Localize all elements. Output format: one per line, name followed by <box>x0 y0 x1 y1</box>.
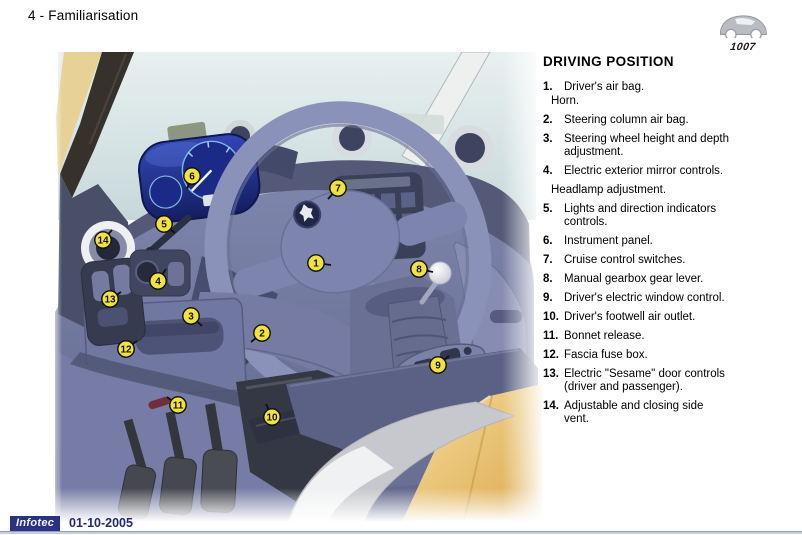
legend-item-text: Adjustable and closing side vent. <box>564 400 704 425</box>
legend-item-text: Instrument panel. <box>564 235 653 247</box>
fade-bottom <box>50 488 545 522</box>
legend-item-text: Lights and direction indicators controls… <box>564 203 717 228</box>
model-logo: 1007 <box>712 12 774 53</box>
legend-item-number: 6. <box>543 235 553 247</box>
legend-item: 14. Adjustable and closing side vent. <box>543 400 799 426</box>
legend-item-text: Fascia fuse box. <box>564 349 648 361</box>
legend-item-text: Driver's footwell air outlet. <box>564 311 696 323</box>
legend-item-number <box>543 95 551 108</box>
legend-item-text: Driver's air bag. <box>564 81 645 93</box>
legend-item-number: 3. <box>543 133 553 145</box>
legend-item-number: 2. <box>543 114 553 126</box>
legend-item: 7. Cruise control switches. <box>543 254 799 267</box>
legend-panel: DRIVING POSITION 1. Driver's air bag. Ho… <box>543 54 799 426</box>
a-pillar-left <box>56 52 134 198</box>
infotec-badge: Infotec <box>10 516 61 531</box>
legend-item-number: 7. <box>543 254 553 266</box>
legend-item-number: 4. <box>543 165 553 177</box>
legend-item-number: 12. <box>543 349 559 361</box>
revision-date: 01-10-2005 <box>69 516 133 530</box>
floor <box>58 352 312 522</box>
legend-item: 3. Steering wheel height and depth adjus… <box>543 133 799 159</box>
legend-item: 10. Driver's footwell air outlet. <box>543 311 799 324</box>
legend-item-number: 8. <box>543 273 553 285</box>
footer-rule <box>0 531 802 534</box>
legend-item-text: Cruise control switches. <box>564 254 686 266</box>
legend-item-number: 9. <box>543 292 553 304</box>
legend-item-number: 11. <box>543 330 559 342</box>
legend-item-text: Horn. <box>551 95 580 107</box>
legend-item-number: 13. <box>543 368 559 380</box>
legend-item: Headlamp adjustment. <box>543 184 799 197</box>
legend-item: 6. Instrument panel. <box>543 235 799 248</box>
legend-item-text: Steering wheel height and depth adjustme… <box>564 133 729 158</box>
legend-item-number: 10. <box>543 311 559 323</box>
legend-item-text: Electric exterior mirror controls. <box>564 165 724 177</box>
legend-item: 9. Driver's electric window control. <box>543 292 799 305</box>
legend-item: 13. Electric "Sesame" door controls (dri… <box>543 368 799 394</box>
parcel-shelf <box>286 348 538 452</box>
legend-item-text: Steering column air bag. <box>564 114 689 126</box>
section-title: DRIVING POSITION <box>543 54 674 69</box>
legend-item: Horn. <box>543 95 799 108</box>
legend-item: 1. Driver's air bag. <box>543 81 799 94</box>
legend-item-number: 1. <box>543 81 553 93</box>
fade-right <box>502 52 545 522</box>
fade-left <box>50 52 62 522</box>
bonnet-release <box>148 396 170 410</box>
legend-list: 1. Driver's air bag. Horn. 2. Steering c… <box>543 81 799 426</box>
mirror-controls-panel <box>129 249 191 297</box>
legend-item-text: Driver's electric window control. <box>564 292 725 304</box>
legend-item: 2. Steering column air bag. <box>543 114 799 127</box>
chapter-title: 4 - Familiarisation <box>28 8 139 23</box>
legend-item-number <box>543 184 551 197</box>
legend-item-text: Electric "Sesame" door controls (driver … <box>564 368 725 393</box>
legend-item: 5. Lights and direction indicators contr… <box>543 203 799 229</box>
legend-item: 11. Bonnet release. <box>543 330 799 343</box>
legend-item: 4. Electric exterior mirror controls. <box>543 165 799 178</box>
legend-item-text: Manual gearbox gear lever. <box>564 273 704 285</box>
car-silhouette-icon <box>720 15 767 41</box>
legend-item-text: Bonnet release. <box>564 330 645 342</box>
legend-item: 8. Manual gearbox gear lever. <box>543 273 799 286</box>
legend-item-number: 14. <box>543 400 559 412</box>
legend-item-text: Headlamp adjustment. <box>551 184 667 196</box>
model-number: 1007 <box>729 41 757 53</box>
interior-illustration <box>50 51 545 523</box>
legend-item-number: 5. <box>543 203 553 215</box>
brand-badge <box>293 200 322 229</box>
legend-item: 12. Fascia fuse box. <box>543 349 799 362</box>
